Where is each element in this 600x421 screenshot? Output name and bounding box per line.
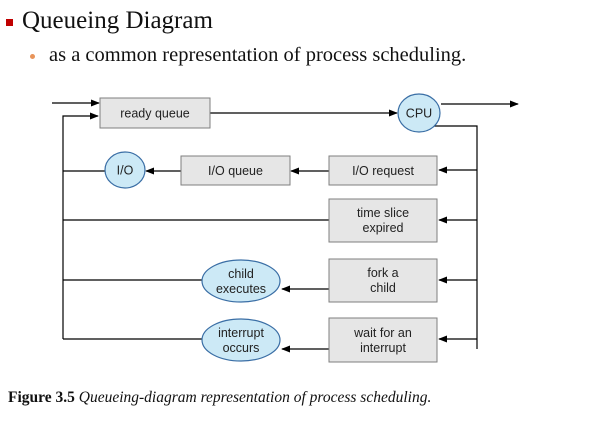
- io-request-node: I/O request: [328, 155, 438, 186]
- figure-caption-label: Figure 3.5: [8, 389, 75, 406]
- child-executes-label-line1: child: [228, 267, 254, 281]
- interrupt-occurs-label-line2: occurs: [223, 341, 260, 355]
- cpu-node: CPU: [397, 93, 441, 133]
- fork-label-line2: child: [370, 281, 396, 295]
- diagram-wires: [52, 99, 519, 353]
- slide-title-row: Queueing Diagram: [6, 4, 213, 38]
- io-device-label: I/O: [117, 164, 134, 178]
- time-slice-node: time slice expired: [328, 198, 438, 243]
- slide-title: Queueing Diagram: [22, 7, 213, 34]
- io-queue-node: I/O queue: [180, 155, 291, 186]
- wait-interrupt-label-line1: wait for an: [353, 326, 412, 340]
- slide-bullet-text: as a common representation of process sc…: [49, 44, 467, 66]
- child-executes-ellipse: [201, 259, 281, 303]
- fork-node: fork a child: [328, 258, 438, 303]
- interrupt-occurs-label-line1: interrupt: [218, 326, 264, 340]
- fork-label-line1: fork a: [367, 266, 398, 280]
- cpu-output-bus: [431, 123, 478, 349]
- ready-queue-node: ready queue: [99, 97, 211, 129]
- wait-interrupt-box: [328, 317, 438, 363]
- child-executes-label-line2: executes: [216, 282, 266, 296]
- cpu-label: CPU: [406, 107, 432, 121]
- cpu-circle: [397, 93, 441, 133]
- time-slice-label-line2: expired: [363, 221, 404, 235]
- figure-caption-text: Queueing-diagram representation of proce…: [78, 389, 432, 406]
- wait-interrupt-label-line2: interrupt: [360, 341, 406, 355]
- io-queue-label: I/O queue: [208, 164, 263, 178]
- io-queue-box: [180, 155, 291, 186]
- interrupt-occurs-ellipse: [201, 318, 281, 362]
- wait-interrupt-node: wait for an interrupt: [328, 317, 438, 363]
- time-slice-box: [328, 198, 438, 243]
- child-executes-node: child executes: [201, 259, 281, 303]
- io-request-label: I/O request: [352, 164, 414, 178]
- figure-caption: Figure 3.5 Queueing-diagram representati…: [8, 389, 431, 407]
- time-slice-label-line1: time slice: [357, 206, 409, 220]
- title-bullet-marker: [6, 18, 13, 26]
- bullet-dot: [30, 53, 35, 59]
- interrupt-occurs-node: interrupt occurs: [201, 318, 281, 362]
- io-device-node: I/O: [104, 151, 146, 189]
- slide-bullet-row: as a common representation of process sc…: [30, 44, 466, 67]
- return-bus-to-ready-queue: [62, 112, 99, 339]
- fork-box: [328, 258, 438, 303]
- io-device-circle: [104, 151, 146, 189]
- io-request-box: [328, 155, 438, 186]
- ready-queue-box: [99, 97, 211, 129]
- ready-queue-label: ready queue: [120, 107, 190, 121]
